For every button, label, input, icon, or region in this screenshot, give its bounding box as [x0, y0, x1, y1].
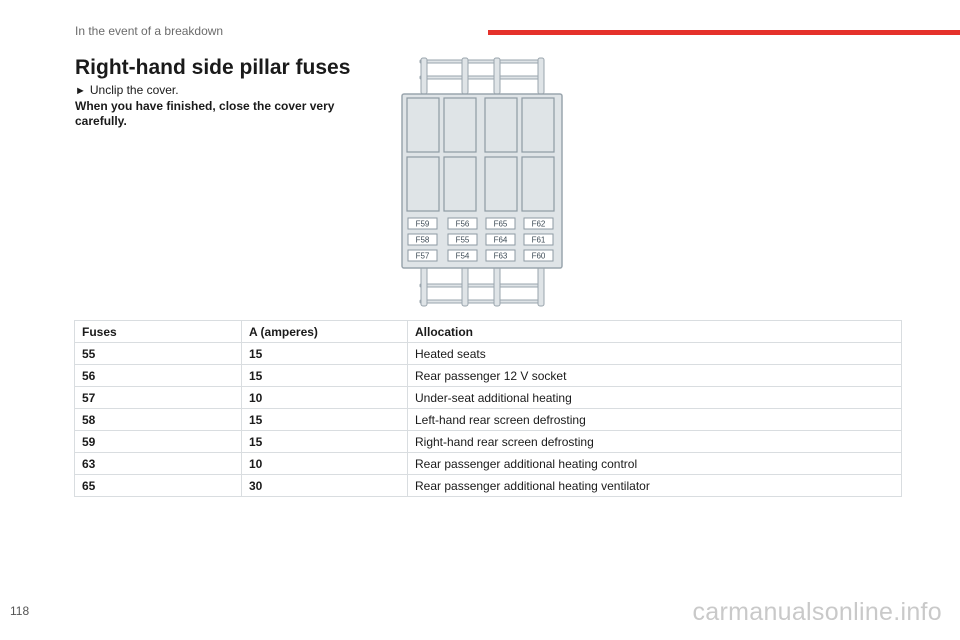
fuse-label: F59 — [416, 220, 430, 229]
allocation-cell: Left-hand rear screen defrosting — [407, 408, 902, 431]
fuse-label: F57 — [416, 252, 430, 261]
relay-row-bottom — [406, 156, 555, 212]
fuse-slot — [523, 233, 554, 246]
fuse-label: F62 — [532, 220, 546, 229]
warning-text: When you have finished, close the cover … — [75, 99, 335, 128]
fuse-label: F64 — [494, 236, 508, 245]
table-row: 57 10 Under-seat additional heating — [74, 386, 902, 409]
fuse-label: F65 — [494, 220, 508, 229]
step-arrow-icon: ► — [75, 85, 86, 97]
column-header-allocation: Allocation — [407, 320, 902, 343]
table-row: 58 15 Left-hand rear screen defrosting — [74, 408, 902, 431]
fuse-label: F55 — [456, 236, 470, 245]
page-header-title: In the event of a breakdown — [75, 24, 224, 38]
table-row: 59 15 Right-hand rear screen defrosting — [74, 430, 902, 453]
fuse-slot — [485, 249, 516, 262]
column-header-amperes: A (amperes) — [241, 320, 408, 343]
fuse-slot — [523, 217, 554, 230]
fuse-number-cell: 65 — [74, 474, 242, 497]
amperes-cell: 30 — [241, 474, 408, 497]
watermark: carmanualsonline.info — [692, 598, 942, 626]
fuse-slot — [447, 249, 478, 262]
fuse-number-cell: 57 — [74, 386, 242, 409]
allocation-cell: Heated seats — [407, 342, 902, 365]
fuse-label: F56 — [456, 220, 470, 229]
column-header-fuses: Fuses — [74, 320, 242, 343]
fuse-number-cell: 58 — [74, 408, 242, 431]
fuse-label: F61 — [532, 236, 546, 245]
fuse-table: Fuses A (amperes) Allocation 55 15 Heate… — [74, 320, 902, 497]
amperes-cell: 15 — [241, 342, 408, 365]
page-number: 118 — [10, 604, 30, 618]
table-row: 55 15 Heated seats — [74, 342, 902, 365]
fuse-slot — [447, 217, 478, 230]
section-heading: Right-hand side pillar fuses — [75, 56, 351, 79]
table-row: 56 15 Rear passenger 12 V socket — [74, 364, 902, 387]
amperes-cell: 15 — [241, 430, 408, 453]
fuse-label: F63 — [494, 252, 508, 261]
amperes-cell: 15 — [241, 408, 408, 431]
fuse-number-cell: 63 — [74, 452, 242, 475]
table-row: 63 10 Rear passenger additional heating … — [74, 452, 902, 475]
table-row: 65 30 Rear passenger additional heating … — [74, 474, 902, 497]
fuse-slot — [447, 233, 478, 246]
fuse-number-cell: 56 — [74, 364, 242, 387]
allocation-cell: Right-hand rear screen defrosting — [407, 430, 902, 453]
fuse-slot — [407, 217, 438, 230]
header-accent-bar — [488, 30, 960, 35]
fuse-number-cell: 59 — [74, 430, 242, 453]
fuse-label: F60 — [532, 252, 546, 261]
allocation-cell: Rear passenger 12 V socket — [407, 364, 902, 387]
fuse-slot — [485, 217, 516, 230]
allocation-cell: Rear passenger additional heating contro… — [407, 452, 902, 475]
fuse-slot — [407, 233, 438, 246]
instruction-step: ►Unclip the cover. — [75, 83, 365, 99]
fuse-number-cell: 55 — [74, 342, 242, 365]
fuse-label: F54 — [456, 252, 470, 261]
fuse-slot — [485, 233, 516, 246]
fuse-slot — [523, 249, 554, 262]
allocation-cell: Rear passenger additional heating ventil… — [407, 474, 902, 497]
relay-row-top — [406, 97, 555, 153]
amperes-cell: 10 — [241, 452, 408, 475]
amperes-cell: 15 — [241, 364, 408, 387]
instruction-text: Unclip the cover. — [89, 83, 179, 97]
allocation-cell: Under-seat additional heating — [407, 386, 902, 409]
connector-bottom — [419, 265, 545, 307]
fuse-label: F58 — [416, 236, 430, 245]
table-header-row: Fuses A (amperes) Allocation — [74, 320, 902, 343]
amperes-cell: 10 — [241, 386, 408, 409]
fuse-slot — [407, 249, 438, 262]
connector-top — [419, 57, 545, 95]
